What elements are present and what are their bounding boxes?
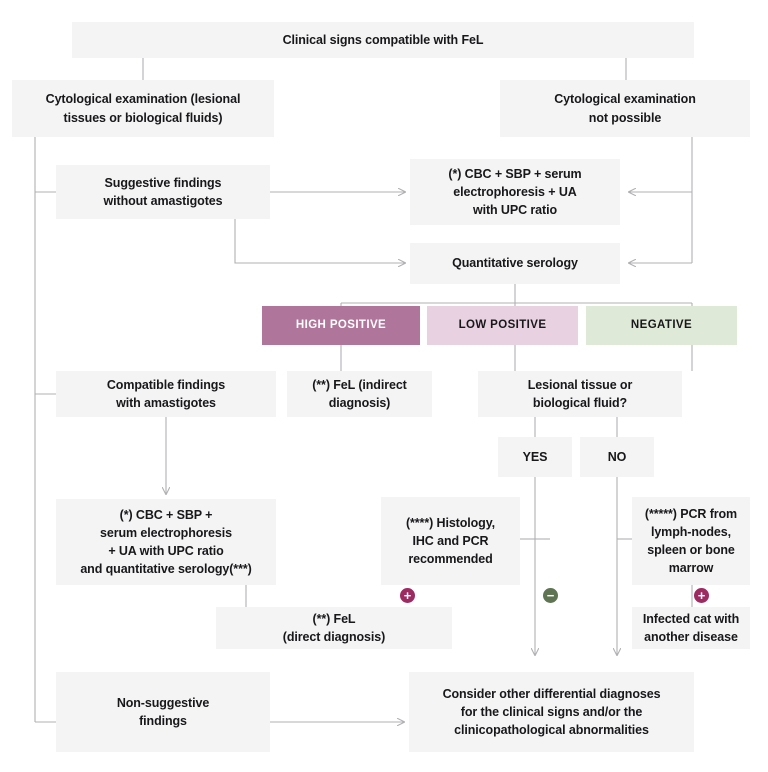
node-histology-ihc-pcr[interactable]: (****) Histology, IHC and PCR recommende… — [381, 497, 520, 585]
plus-badge-pcr-glyph: + — [697, 587, 706, 603]
node-pcr-lymph-nodes[interactable]: (*****) PCR from lymph-nodes, spleen or … — [632, 497, 750, 585]
node-cbc-panel-and-serology[interactable]: (*) CBC + SBP + serum electrophoresis + … — [56, 499, 276, 585]
node-compatible-findings[interactable]: Compatible findings with amastigotes — [56, 371, 276, 417]
node-cytological-examination-possible[interactable]: Cytological examination (lesional tissue… — [12, 80, 274, 137]
minus-badge-yes-branch-icon: − — [543, 588, 558, 603]
node-low-positive[interactable]: LOW POSITIVE — [427, 306, 578, 345]
node-consider-other-diagnoses[interactable]: Consider other differential diagnoses fo… — [409, 672, 694, 752]
minus-badge-yes-branch-glyph: − — [546, 587, 555, 603]
plus-badge-pcr-icon: + — [694, 588, 709, 603]
plus-badge-histology-icon: + — [400, 588, 415, 603]
node-yes[interactable]: YES — [498, 437, 572, 477]
node-lesional-tissue-question[interactable]: Lesional tissue or biological fluid? — [478, 371, 682, 417]
node-quantitative-serology[interactable]: Quantitative serology — [410, 243, 620, 284]
node-clinical-signs[interactable]: Clinical signs compatible with FeL — [72, 22, 694, 58]
node-high-positive[interactable]: HIGH POSITIVE — [262, 306, 420, 345]
node-infected-cat-another-disease[interactable]: Infected cat with another disease — [632, 607, 750, 649]
node-no[interactable]: NO — [580, 437, 654, 477]
node-fel-indirect-diagnosis[interactable]: (**) FeL (indirect diagnosis) — [287, 371, 432, 417]
node-negative[interactable]: NEGATIVE — [586, 306, 737, 345]
node-cbc-sbp-panel[interactable]: (*) CBC + SBP + serum electrophoresis + … — [410, 159, 620, 225]
plus-badge-histology-glyph: + — [403, 587, 412, 603]
node-fel-direct-diagnosis[interactable]: (**) FeL (direct diagnosis) — [216, 607, 452, 649]
node-non-suggestive-findings[interactable]: Non-suggestive findings — [56, 672, 270, 752]
node-suggestive-findings[interactable]: Suggestive findings without amastigotes — [56, 165, 270, 219]
node-cytological-examination-not-possible[interactable]: Cytological examination not possible — [500, 80, 750, 137]
